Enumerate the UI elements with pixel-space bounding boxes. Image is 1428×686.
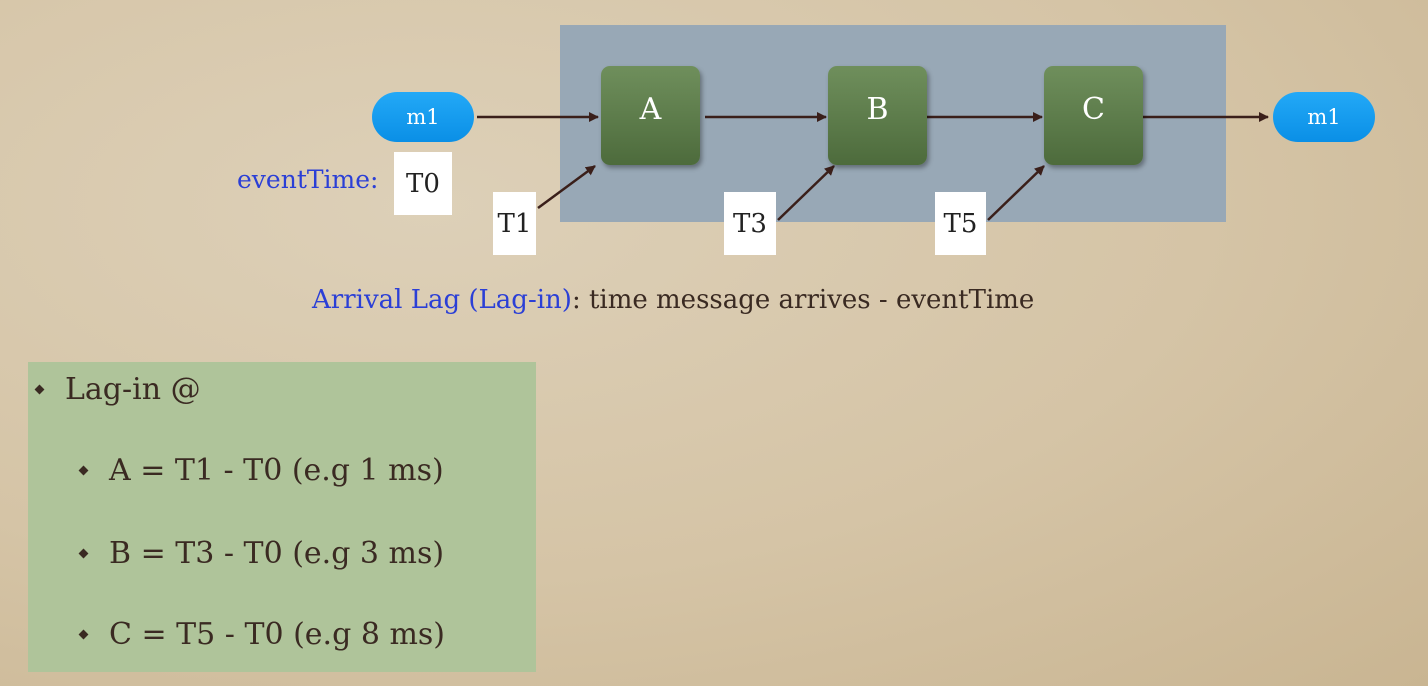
output-message-pill: m1 [1273,92,1375,142]
arrival-lag-caption: Arrival Lag (Lag-in): time message arriv… [312,285,1034,315]
lag-in-heading: Lag-in @ [65,372,201,407]
arrow-t1-to-a [537,164,596,210]
bullet-icon [78,548,89,559]
event-time-value-box: T0 [394,152,452,215]
input-message-pill: m1 [372,92,474,142]
node-b: B [828,66,927,165]
arrow-t3-to-b [777,165,835,221]
arrival-time-t3-box: T3 [724,192,776,255]
arrow-t5-to-c [987,165,1045,221]
bullet-icon [34,384,45,395]
event-time-label: eventTime: [237,165,379,194]
arrival-time-t5-box: T5 [935,192,986,255]
lag-in-item-b: B = T3 - T0 (e.g 3 ms) [109,536,445,571]
lag-in-panel [28,362,536,672]
caption-highlight: Arrival Lag (Lag-in) [312,285,572,315]
bullet-icon [78,629,89,640]
list-item: C = T5 - T0 (e.g 8 ms) [78,617,446,652]
node-a: A [601,66,700,165]
lag-in-item-a: A = T1 - T0 (e.g 1 ms) [109,453,444,488]
list-item: B = T3 - T0 (e.g 3 ms) [78,536,445,571]
bullet-icon [78,465,89,476]
caption-rest: : time message arrives - eventTime [571,285,1035,315]
node-c: C [1044,66,1143,165]
lag-in-item-c: C = T5 - T0 (e.g 8 ms) [109,617,446,652]
arrival-time-t1-box: T1 [493,192,536,255]
list-item: A = T1 - T0 (e.g 1 ms) [78,453,444,488]
lag-in-heading-row: Lag-in @ [34,372,201,407]
